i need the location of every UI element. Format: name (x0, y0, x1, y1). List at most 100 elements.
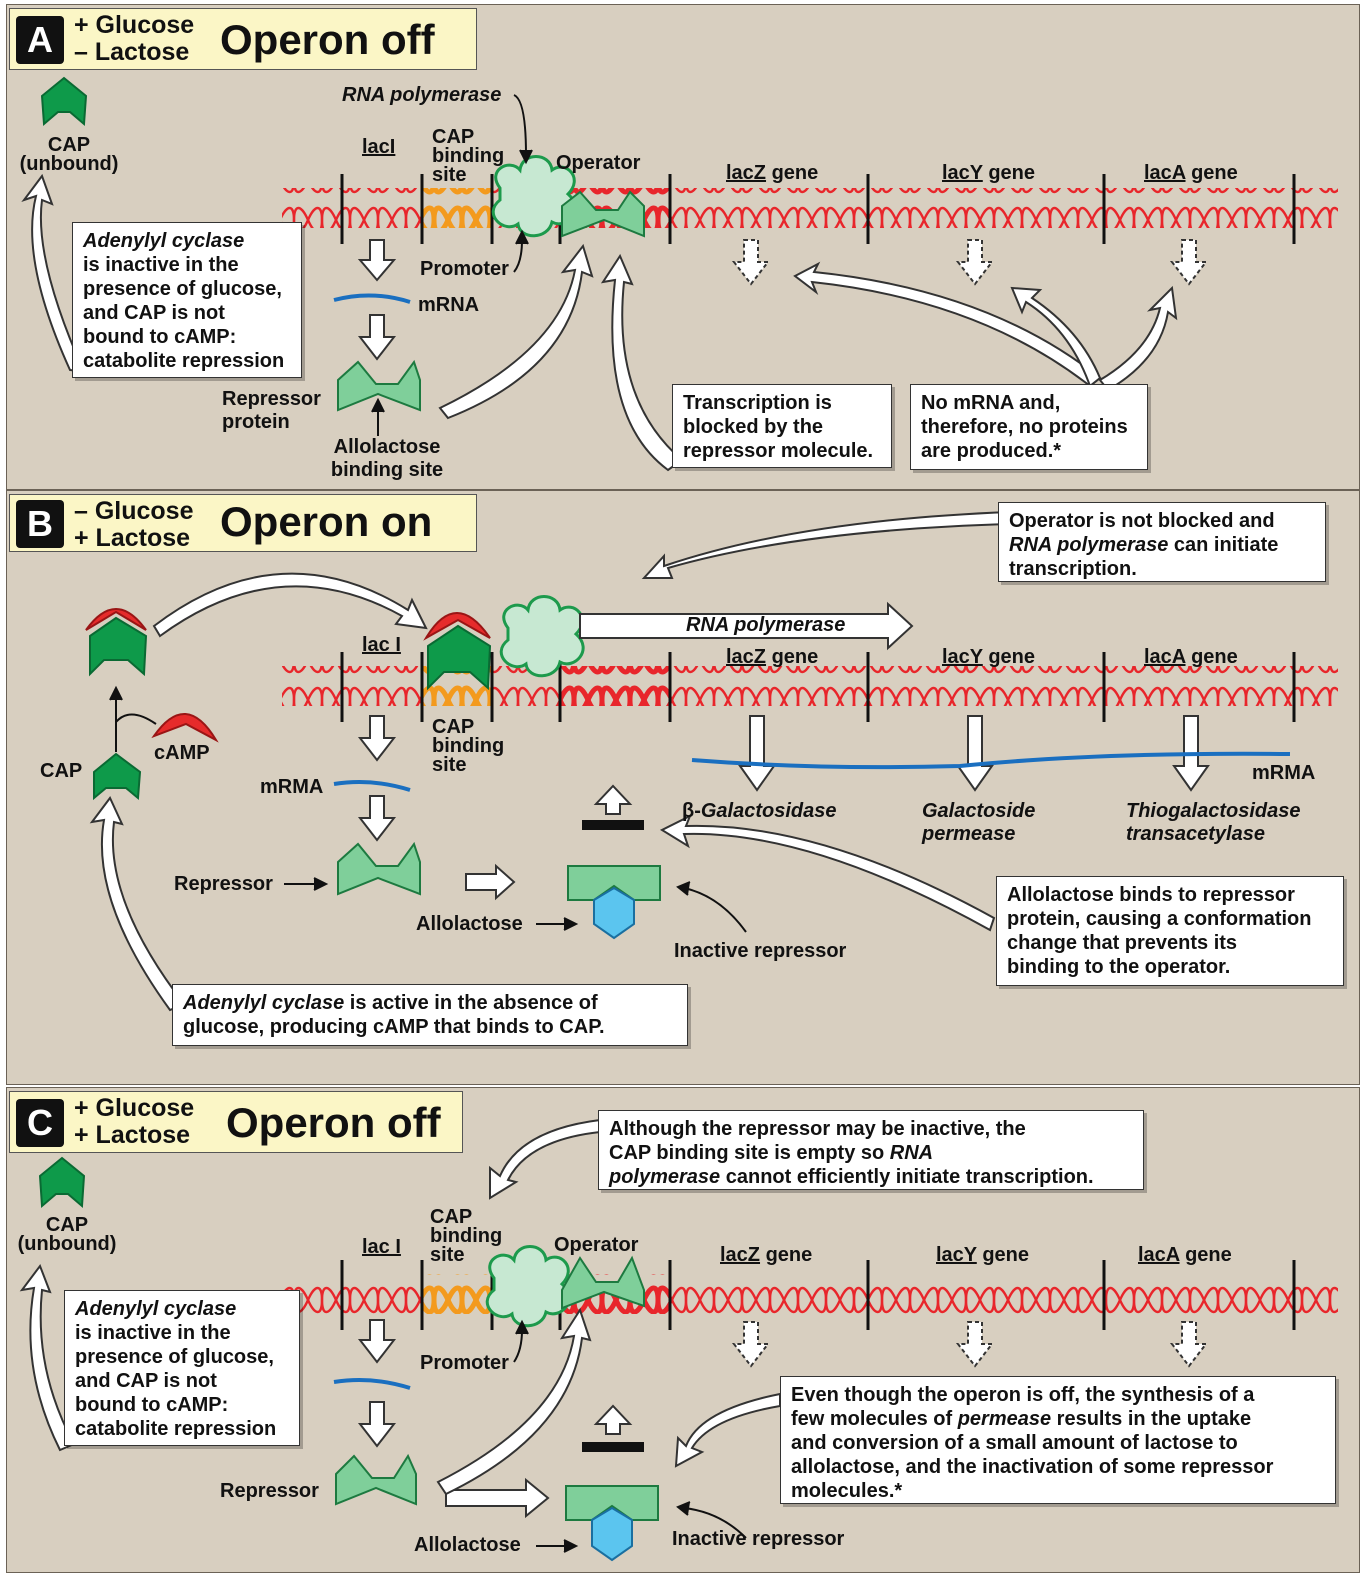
laca-gene-label-b: lacA gene (1144, 646, 1238, 669)
gene-word: gene (1185, 1244, 1232, 1266)
box-line: Allolactose binds to repressor (1007, 884, 1295, 906)
laca-gene-label-a: lacA gene (1144, 162, 1238, 185)
thiogalactosidase-label: Thiogalactosidase transacetylase (1126, 800, 1301, 846)
mrma-label-right: mRMA (1252, 762, 1316, 784)
cap-site-2: binding (432, 735, 505, 757)
condition-glucose: + Glucose (74, 11, 195, 39)
inactive-repressor-label-c: Inactive repressor (672, 1528, 845, 1550)
gene-word: gene (988, 646, 1036, 668)
box-line: Even though the operon is off, the synth… (791, 1384, 1255, 1406)
repressor-label-c: Repressor (220, 1480, 319, 1502)
box-line: and CAP is not (83, 302, 225, 324)
hollow-arrows-a (357, 239, 397, 361)
cap-protein-c-icon (38, 1156, 86, 1209)
allolactose-word: Allolactose (333, 436, 441, 458)
rna-polymerase-icon (491, 155, 577, 238)
panel-letter-a: A (16, 16, 64, 64)
box-line: CAP binding site is empty so RNA (609, 1141, 1133, 1165)
gene-word: gene (1191, 162, 1238, 184)
repressor-icon (561, 190, 645, 238)
cap-site-1: CAP (430, 1206, 473, 1228)
mrma-line-right (691, 751, 1291, 770)
header-c: C + Glucose + Lactose Operon off (9, 1091, 463, 1153)
box-line: Operator is not blocked and (1009, 510, 1275, 532)
box-line: Although the repressor may be inactive, … (609, 1118, 1026, 1140)
hollow-arrows-c (357, 1319, 633, 1519)
box-line: protein, causing a conformation (1007, 908, 1312, 930)
lacz-name: lacZ (726, 162, 767, 184)
gene-word: gene (982, 1244, 1030, 1266)
gene-dividers-a (340, 174, 1296, 244)
blocked-arrow-icon (582, 820, 644, 830)
galactoside-word: Galactoside (922, 800, 1036, 822)
gene-word: gene (771, 646, 819, 668)
allolactose-label-b: Allolactose (416, 913, 523, 935)
repressor-label-b: Repressor (174, 873, 273, 895)
box-line: Adenylyl cyclase (75, 1297, 289, 1321)
gene-word: gene (771, 162, 819, 184)
protein-word: protein (222, 411, 290, 433)
condition-glucose: – Glucose (74, 497, 194, 525)
box-line: are produced.* (921, 440, 1062, 462)
operator-label-a: Operator (556, 152, 641, 174)
cap-binding-site-label-b: CAP binding site (432, 717, 505, 775)
condition-c: + Glucose + Lactose (74, 1095, 194, 1149)
lacy-gene-label-c: lacY gene (936, 1244, 1029, 1267)
curved-arrow-cap-to-dna (152, 572, 428, 638)
box-line: repressor molecule. (683, 440, 874, 462)
box-adenylyl-active-b: Adenylyl cyclase is active in the absenc… (172, 984, 688, 1046)
cap-site-1: CAP (432, 126, 475, 148)
box-line: presence of glucose, (83, 278, 282, 300)
dashed-arrows-c (731, 1321, 1209, 1368)
cap-site-2: binding (430, 1225, 503, 1247)
lacy-name: lacY (942, 162, 983, 184)
box-line-rest: is active in the absence of (344, 992, 598, 1014)
header-a: A + Glucose – Lactose Operon off (9, 8, 477, 70)
condition-lactose: – Lactose (74, 38, 190, 66)
box-line: catabolite repression (75, 1418, 277, 1440)
lacy-name: lacY (936, 1244, 977, 1266)
curved-arrows-a (21, 173, 1178, 472)
inactive-repressor-b-icon (567, 865, 661, 940)
mrma-label-left: mRMA (260, 776, 324, 798)
box-line: is inactive in the (75, 1322, 231, 1344)
cap-protein-icon (40, 76, 88, 127)
cap-label: CAP (45, 1214, 89, 1236)
panel-letter-b: B (16, 500, 64, 548)
permease-italic: permease (957, 1408, 1052, 1430)
rna-polymerase-c-icon (485, 1245, 571, 1328)
box-line: RNA polymerase can initiate (1009, 533, 1315, 557)
box-line-start: few molecules of (791, 1408, 958, 1430)
box-line: allolactose, and the inactivation of som… (791, 1456, 1274, 1478)
laca-name: lacA (1144, 162, 1186, 184)
repressor-protein-label-a: Repressor protein (222, 388, 321, 434)
cap-icon (93, 752, 142, 801)
binding-site-word: binding site (330, 459, 444, 481)
pointer-arrows-a (371, 94, 533, 436)
gene-word: gene (988, 162, 1036, 184)
pointer-arrows-c (513, 1319, 747, 1553)
mrna-line-c (333, 1378, 411, 1390)
dna-strand-a (282, 188, 1338, 228)
condition-glucose: + Glucose (74, 1094, 195, 1122)
repressor-word: Repressor (222, 388, 321, 410)
unbound-label: (unbound) (17, 1233, 117, 1255)
repressor-operator-c-icon (561, 1255, 645, 1310)
cap-binding-site-label-a: CAP binding site (432, 126, 504, 185)
galactosidase-word: Galactosidase (700, 800, 837, 822)
box-operator-not-blocked-b: Operator is not blocked and RNA polymera… (998, 502, 1326, 582)
curved-arrows-c (19, 1118, 781, 1496)
polymerase-italic: polymerase (609, 1166, 721, 1188)
box-line: bound to cAMP: (83, 326, 237, 348)
box-line: binding to the operator. (1007, 956, 1231, 978)
box-line: transcription. (1009, 558, 1137, 580)
rna-polymerase-label-a: RNA polymerase (342, 84, 501, 107)
rna-italic: RNA (889, 1142, 934, 1164)
laci-label-a: lacI (362, 136, 396, 158)
cap-camp-complex-icon (85, 608, 148, 677)
lacz-name: lacZ (726, 646, 767, 668)
panel-letter-c: C (16, 1099, 64, 1147)
transacetylase-word: transacetylase (1126, 823, 1265, 845)
box-line: and conversion of a small amount of lact… (791, 1432, 1238, 1454)
cap-label: CAP (47, 134, 91, 156)
